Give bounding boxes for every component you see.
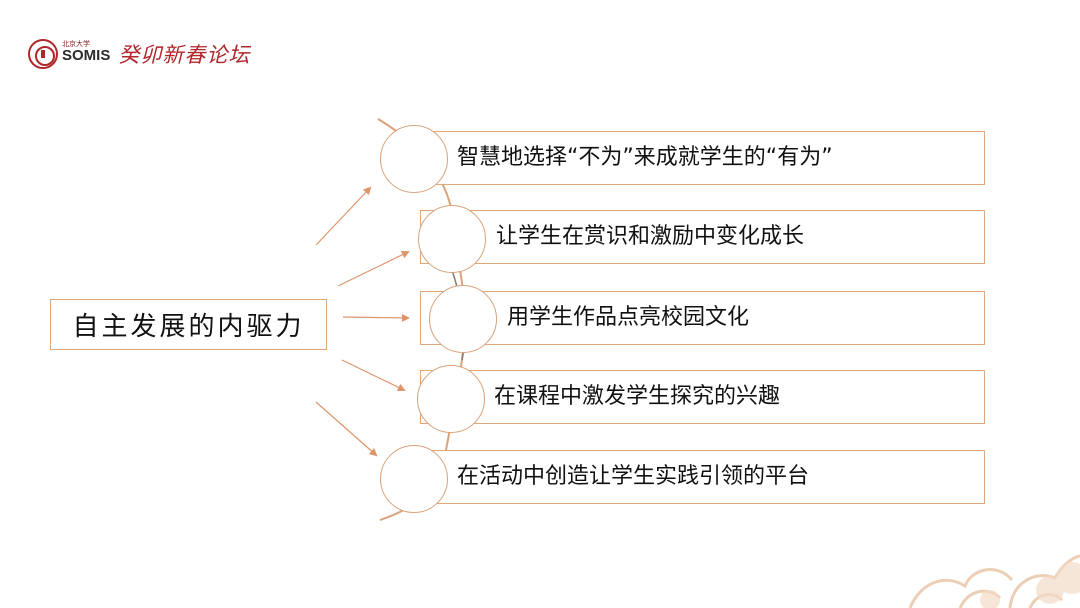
item-box-2: 让学生在赏识和激励中变化成长	[420, 210, 985, 264]
arrow-4	[341, 359, 406, 391]
node-circle-2	[418, 205, 486, 273]
arrow-1	[315, 186, 372, 246]
item-box-5: 在活动中创造让学生实践引领的平台	[420, 450, 985, 504]
item-box-1: 智慧地选择“不为”来成就学生的“有为”	[420, 131, 985, 185]
arrow-3	[342, 313, 410, 322]
central-topic-label: 自主发展的内驱力	[72, 312, 305, 342]
cloud-decoration-icon	[908, 554, 1080, 608]
central-topic-box: 自主发展的内驱力	[50, 299, 327, 350]
item-label-2: 让学生在赏识和激励中变化成长	[496, 224, 805, 249]
arrow-2	[337, 251, 410, 287]
university-seal-icon	[28, 39, 58, 69]
forum-title: 癸卯新春论坛	[118, 43, 251, 67]
arrow-5	[315, 401, 378, 457]
node-circle-4	[417, 365, 485, 433]
brand-block: 北京大学 SOMIS	[62, 40, 110, 69]
item-label-5: 在活动中创造让学生实践引领的平台	[457, 464, 810, 489]
item-box-4: 在课程中激发学生探究的兴趣	[420, 370, 985, 424]
node-circle-3	[429, 285, 497, 353]
node-circle-1	[380, 125, 448, 193]
header: 北京大学 SOMIS 癸卯新春论坛	[28, 36, 250, 72]
item-label-3: 用学生作品点亮校园文化	[507, 305, 750, 330]
item-label-1: 智慧地选择“不为”来成就学生的“有为”	[457, 145, 833, 170]
item-box-3: 用学生作品点亮校园文化	[420, 291, 985, 345]
brand-small-text: 北京大学	[62, 39, 90, 48]
node-circle-5	[380, 445, 448, 513]
brand-logo-text: SOMIS	[62, 46, 111, 64]
item-label-4: 在课程中激发学生探究的兴趣	[494, 384, 781, 409]
